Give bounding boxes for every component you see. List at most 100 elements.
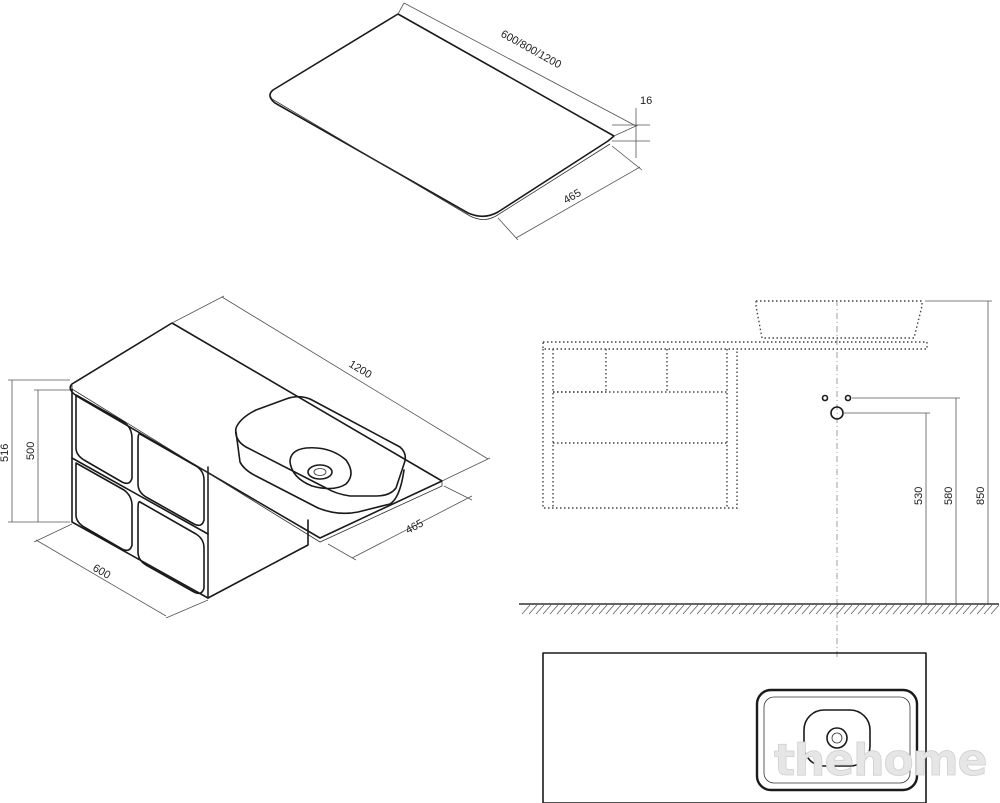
floor-hatch-stroke (920, 604, 930, 615)
floor-hatch-stroke (549, 604, 559, 615)
floor-hatch-stroke (850, 604, 860, 615)
floor-hatch-stroke (703, 604, 713, 615)
floor-hatch-stroke (598, 604, 608, 615)
dim-line-top-length (403, 2, 637, 127)
floor-hatch-stroke (892, 604, 902, 615)
dim-iso-height-outer: 516 (0, 444, 11, 462)
cabinet-side-face (207, 519, 309, 599)
floor-hatch-stroke (647, 604, 657, 615)
dim-line-iso-width (35, 539, 167, 617)
floor-hatch-stroke (661, 604, 671, 615)
dim-height-580: 580 (943, 487, 955, 505)
floor-hatch-stroke (885, 604, 895, 615)
floor-hatch-stroke (710, 604, 720, 615)
floor-hatch-stroke (717, 604, 727, 615)
floor-hatch-stroke (962, 604, 972, 615)
water-inlet-right (844, 394, 852, 402)
dim-line-iso-depth (351, 495, 473, 559)
basin-outer-side (235, 431, 405, 515)
floor-hatch-stroke (829, 604, 839, 615)
floor-hatch-stroke (836, 604, 846, 615)
cabinet-iso-view: 1200 465 600 516 500 (0, 295, 491, 619)
floor-hatch-stroke (731, 604, 741, 615)
floor-hatch-stroke (843, 604, 853, 615)
floor-hatch-stroke (808, 604, 818, 615)
floor-hatch-stroke (794, 604, 804, 615)
floor-hatch-stroke (675, 604, 685, 615)
plan-view (542, 652, 927, 803)
floor-hatch-stroke (542, 604, 552, 615)
floor-hatch-stroke (927, 604, 937, 615)
floor-hatch-stroke (787, 604, 797, 615)
floor-hatch-stroke (955, 604, 965, 615)
floor-hatch-stroke (822, 604, 832, 615)
dim-line-iso-length (221, 296, 489, 460)
floor-hatch-stroke (801, 604, 811, 615)
watermark-logo: thehome (774, 735, 986, 786)
dim-iso-height-inner: 500 (25, 442, 37, 460)
floor-hatch-stroke (535, 604, 545, 615)
plan-basin-inner-rim (763, 696, 911, 784)
countertop-outline (269, 13, 615, 218)
plan-drain (826, 727, 848, 749)
floor-hatch-stroke (654, 604, 664, 615)
floor-hatch-stroke (682, 604, 692, 615)
floor-hatch-stroke (752, 604, 762, 615)
elevation-cabinet (542, 349, 738, 509)
floor-hatch-stroke (591, 604, 601, 615)
floor-hatch-stroke (619, 604, 629, 615)
elevation-countertop (542, 341, 928, 350)
dim-height-850: 850 (975, 487, 987, 505)
dim-iso-depth: 465 (404, 517, 426, 536)
floor-hatch-stroke (696, 604, 706, 615)
floor-hatch-stroke (563, 604, 573, 615)
plan-basin-outer (755, 688, 919, 792)
basin-rim (234, 395, 407, 497)
plan-countertop (542, 652, 927, 803)
floor-hatch-stroke (864, 604, 874, 615)
floor-hatch-stroke (584, 604, 594, 615)
drawer-top-right (137, 432, 205, 527)
countertop-thickness-edge (269, 94, 611, 220)
floor-hatch-stroke (626, 604, 636, 615)
floor-hatch-stroke (605, 604, 615, 615)
floor-hatch-stroke (780, 604, 790, 615)
dim-height-530: 530 (913, 487, 925, 505)
floor-hatch-stroke (871, 604, 881, 615)
floor-hatch-stroke (969, 604, 979, 615)
floor-hatch-stroke (724, 604, 734, 615)
floor-hatch-stroke (521, 604, 531, 615)
drawer-top-left (75, 394, 133, 485)
floor-hatch-stroke (976, 604, 986, 615)
dim-top-length: 600/800/1200 (499, 28, 564, 71)
floor-hatch-stroke (983, 604, 993, 615)
floor-hatch-stroke (934, 604, 944, 615)
basin-drain (307, 464, 333, 480)
drawer-bottom-right (137, 500, 205, 595)
floor-hatch-stroke (913, 604, 923, 615)
floor-hatch-stroke (815, 604, 825, 615)
floor-hatch-stroke (857, 604, 867, 615)
floor-hatch-stroke (990, 604, 1000, 615)
dim-line-top-depth (515, 166, 641, 239)
floor-hatch-stroke (738, 604, 748, 615)
floor-hatch-stroke (633, 604, 643, 615)
floor-hatching (521, 604, 1000, 615)
dim-iso-length: 1200 (346, 358, 373, 381)
front-elevation-view: 530 580 850 (519, 300, 1000, 660)
floor-hatch-stroke (689, 604, 699, 615)
elevation-basin (755, 300, 923, 339)
drawer-bottom-left (75, 462, 133, 552)
dim-top-depth: 465 (562, 187, 584, 207)
floor-hatch-stroke (556, 604, 566, 615)
floor-hatch-stroke (528, 604, 538, 615)
floor-hatch-stroke (878, 604, 888, 615)
floor-hatch-stroke (899, 604, 909, 615)
floor-hatch-stroke (668, 604, 678, 615)
floor-hatch-stroke (612, 604, 622, 615)
basin-bowl (289, 446, 352, 490)
floor-hatch-stroke (948, 604, 958, 615)
plan-basin-bowl (803, 709, 871, 767)
floor-hatch-stroke (745, 604, 755, 615)
